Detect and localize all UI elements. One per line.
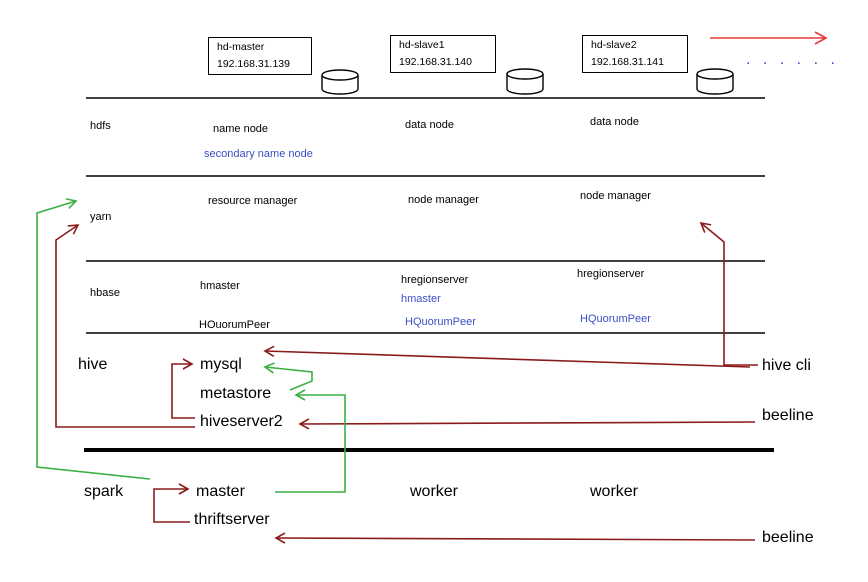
host-ip: 192.168.31.139 (217, 58, 290, 70)
yarn-node-manager-1: node manager (408, 194, 479, 206)
hdfs-data-node-1: data node (405, 119, 454, 131)
host-box-slave1: hd-slave1 192.168.31.140 (390, 35, 496, 73)
hbase-quorum-peer-master: HOuorumPeer (199, 319, 270, 331)
hive-cli-client: hive cli (762, 357, 811, 374)
arrow-sparkmaster-to-metastore (275, 389, 346, 493)
layer-label-hive: hive (78, 356, 108, 373)
arrow-hivecli-to-mysql (263, 345, 751, 368)
host-ip: 192.168.31.140 (399, 56, 472, 68)
layer-label-yarn: yarn (90, 211, 112, 223)
yarn-node-manager-2: node manager (580, 190, 651, 202)
hbase-hmaster: hmaster (200, 280, 240, 292)
arrow-hiveserver2-to-mysql (171, 358, 195, 419)
spark-worker-1: worker (410, 483, 459, 500)
spark-master: master (196, 483, 245, 500)
arrow-thriftserver-to-master (153, 483, 190, 523)
hive-hiveserver2: hiveserver2 (200, 413, 283, 430)
hive-mysql: mysql (200, 356, 242, 373)
host-box-master: hd-master 192.168.31.139 (208, 37, 312, 75)
host-ip: 192.168.31.141 (591, 56, 664, 68)
arrow-beeline-to-hiveserver2 (298, 418, 756, 430)
host-name: hd-slave2 (591, 39, 637, 51)
hive-beeline-client: beeline (762, 407, 814, 424)
arrow-hiveserver2-to-yarn (55, 224, 195, 428)
spark-worker-2: worker (590, 483, 639, 500)
hbase-quorum-peer-slave1: HQuorumPeer (405, 316, 476, 328)
database-icon-slave2 (696, 68, 734, 95)
spark-thriftserver: thriftserver (194, 511, 270, 528)
hdfs-data-node-2: data node (590, 116, 639, 128)
arrow-spark-to-yarn (36, 198, 151, 480)
yarn-resource-manager: resource manager (208, 195, 298, 207)
layer-label-hdfs: hdfs (90, 120, 111, 132)
database-icon-slave1 (506, 68, 544, 95)
layer-label-spark: spark (84, 483, 124, 500)
hbase-backup-hmaster: hmaster (401, 293, 441, 305)
spark-beeline-client: beeline (762, 529, 814, 546)
host-box-slave2: hd-slave2 192.168.31.141 (582, 35, 688, 73)
hdfs-name-node: name node (213, 123, 269, 135)
arrow-hivecli-to-nodemanager (699, 221, 758, 366)
more-nodes-dots: . . . . . . (746, 51, 839, 68)
database-icon-master (321, 69, 359, 95)
hbase-regionserver-2: hregionserver (577, 268, 645, 280)
arrow-metastore-to-mysql (263, 362, 313, 391)
host-name: hd-slave1 (399, 39, 445, 51)
host-name: hd-master (217, 41, 265, 53)
hdfs-secondary-name-node: secondary name node (204, 148, 313, 160)
hbase-quorum-peer-slave2: HQuorumPeer (580, 313, 651, 325)
arrow-beeline-to-thriftserver (274, 532, 756, 544)
layer-label-hbase: hbase (90, 287, 120, 299)
hive-metastore: metastore (200, 385, 272, 402)
hbase-regionserver-1: hregionserver (401, 274, 469, 286)
